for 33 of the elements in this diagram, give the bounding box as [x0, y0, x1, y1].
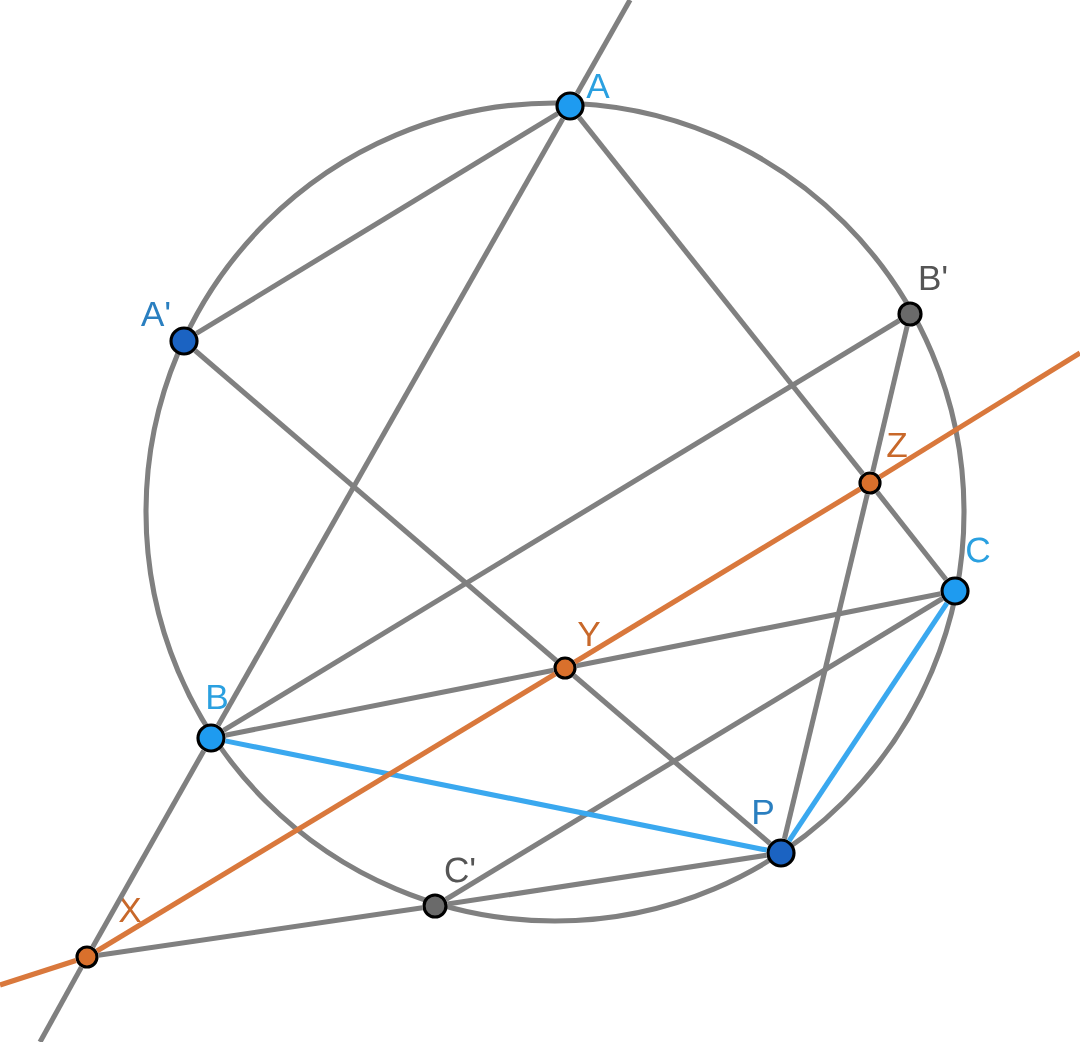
line-segment [875, 490, 948, 582]
line-segment [447, 852, 767, 907]
line-segment [444, 596, 944, 902]
line-segment [870, 325, 910, 473]
point-label: Z [887, 432, 907, 458]
line-segment [572, 673, 772, 846]
line-segment [193, 348, 558, 663]
line-segment [786, 601, 950, 843]
line-segment [98, 905, 423, 958]
line-segment [90, 749, 207, 949]
point-label: A' [141, 301, 170, 327]
line-segment [577, 115, 865, 476]
line-segment [216, 117, 566, 727]
line-segment [95, 671, 557, 954]
line-segment [575, 591, 942, 669]
point-label: X [119, 897, 141, 923]
line-segment [878, 350, 1080, 480]
line-segment [574, 0, 633, 95]
point-label: A [586, 73, 610, 99]
point-label: Y [578, 621, 600, 647]
line-segment [224, 667, 555, 738]
line-segment [37, 965, 84, 1042]
point-label: C [967, 537, 990, 563]
point-label: P [754, 799, 773, 825]
point-label: B' [920, 265, 947, 291]
line-segment [0, 958, 77, 988]
line-segment [781, 493, 870, 840]
point-label: B [208, 684, 227, 710]
line-segment [224, 738, 768, 853]
line-segment [195, 111, 559, 336]
line-segment [222, 318, 901, 733]
point-label: C' [445, 857, 475, 883]
line-segment [573, 486, 862, 665]
